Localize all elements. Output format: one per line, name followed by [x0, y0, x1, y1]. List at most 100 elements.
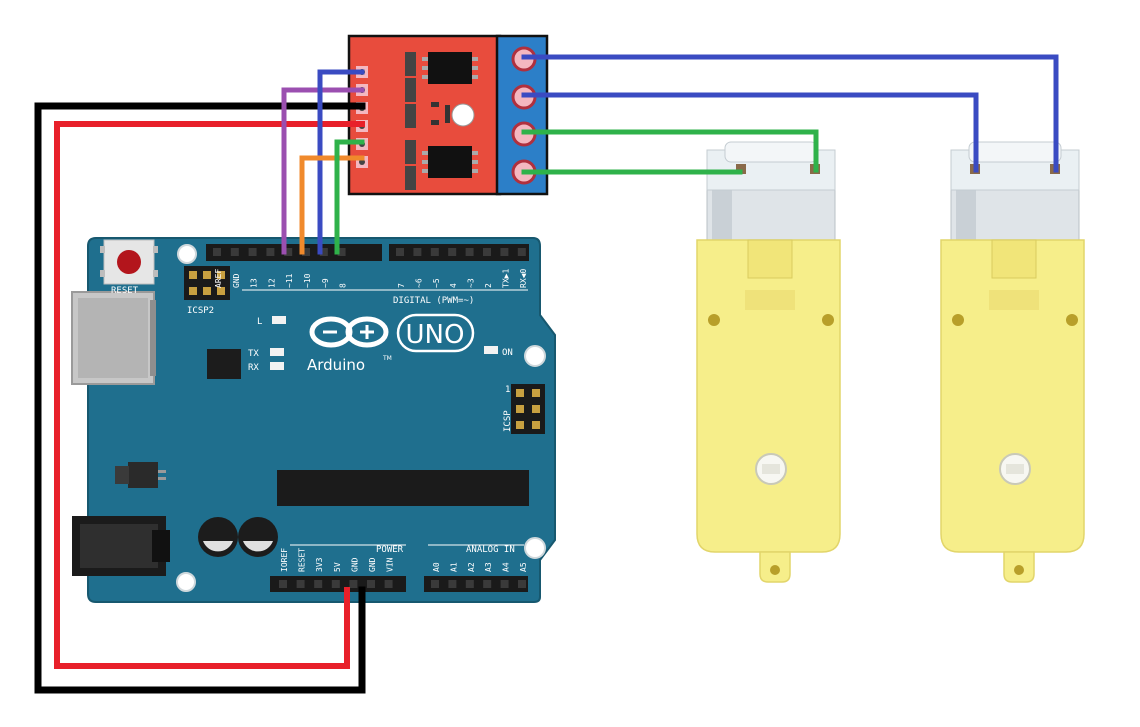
analog-pin-label: A1	[449, 562, 458, 572]
trademark-mark: TM	[382, 355, 392, 362]
power-pin-hole	[331, 580, 340, 588]
wire-blue-out1	[521, 54, 1059, 173]
power-header	[270, 576, 528, 592]
driver-crystal	[451, 103, 475, 127]
analog-pin-hole	[483, 580, 492, 588]
wire-red-5v	[54, 121, 365, 669]
brand-name: Arduino	[307, 356, 365, 374]
digital-pin-label: ~6	[414, 278, 423, 288]
capacitor-1	[198, 517, 238, 557]
power-pin-hole	[349, 580, 358, 588]
digital-pin-hole	[266, 248, 275, 256]
wire-blue-out2	[521, 92, 979, 173]
led-rx-label: RX	[248, 363, 259, 373]
wire-green-pin10	[334, 139, 365, 255]
digital-pin-label: GND	[232, 273, 241, 288]
power-label: POWER	[376, 545, 404, 555]
digital-pin-label: ~11	[285, 273, 294, 288]
digital-pin-label: ~10	[303, 273, 312, 288]
analog-pin-label: A0	[432, 562, 441, 572]
icsp-label: ICSP	[503, 410, 513, 432]
power-pin-label: RESET	[298, 548, 307, 572]
digital-label: DIGITAL (PWM=~)	[393, 296, 474, 306]
analog-pin-hole	[431, 580, 439, 588]
reset-button[interactable]	[100, 239, 158, 285]
icsp-pin1-label: 1	[505, 385, 510, 395]
digital-header	[206, 244, 529, 261]
digital-pin-hole	[465, 248, 474, 256]
digital-pin-hole	[396, 248, 404, 256]
driver-ic-bottom	[422, 146, 478, 178]
digital-pin-hole	[448, 248, 457, 256]
wires	[34, 54, 1059, 694]
digital-pin-hole	[483, 248, 491, 256]
digital-pin-label: 13	[250, 278, 259, 288]
driver-ic-top	[422, 52, 478, 84]
wire-black-gnd	[34, 102, 366, 694]
digital-pin-label: ~9	[321, 278, 330, 288]
power-pin-label: IOREF	[280, 548, 289, 572]
gear-motor-right	[940, 141, 1085, 583]
arduino-logo-icon	[309, 316, 389, 348]
digital-pin-label: 7	[397, 283, 406, 288]
driver-resistors	[405, 52, 416, 190]
digital-pin-label: 12	[267, 278, 276, 288]
power-pin-hole	[314, 580, 323, 588]
power-pin-hole	[279, 580, 287, 588]
icsp2-label: ICSP2	[187, 306, 214, 316]
analog-pin-hole	[518, 580, 526, 588]
digital-pin-label: 2	[484, 283, 493, 288]
digital-pin-label: 8	[339, 283, 348, 288]
analog-pin-hole	[448, 580, 457, 588]
reset-label: RESET	[111, 286, 139, 296]
power-pin-hole	[367, 580, 375, 588]
power-pin-labels: IOREF RESET 3V3 5V GND GND VIN	[280, 548, 395, 572]
power-pin-label: VIN	[386, 557, 395, 572]
digital-pin-hole	[413, 248, 422, 256]
power-pin-label: GND	[350, 557, 359, 572]
analog-pin-label: A3	[484, 562, 493, 572]
analog-pin-label: A2	[467, 562, 476, 572]
usb-interface-chip	[207, 349, 241, 379]
icsp-header	[511, 384, 545, 434]
digital-pin-hole	[430, 248, 439, 256]
digital-pin-hole	[213, 248, 221, 256]
led-on-label: ON	[502, 348, 513, 358]
digital-pin-label: AREF	[214, 269, 223, 288]
power-pin-label: 5V	[333, 562, 342, 572]
digital-pin-label: 4	[449, 283, 458, 288]
analog-pin-hole	[465, 580, 474, 588]
digital-pin-hole	[302, 248, 310, 256]
digital-pin-label: ~3	[467, 278, 476, 288]
uno-badge	[396, 313, 475, 353]
model-name: UNO	[406, 320, 465, 350]
analog-pin-label: A5	[519, 562, 528, 572]
analog-label: ANALOG IN	[466, 545, 515, 555]
capacitor-2	[238, 517, 278, 557]
digital-pin-hole	[230, 248, 239, 256]
power-pin-label: 3V3	[315, 557, 324, 572]
digital-pin-hole	[500, 248, 509, 256]
dc-power-jack	[72, 516, 170, 576]
digital-pin-hole	[248, 248, 257, 256]
voltage-regulator	[115, 462, 166, 488]
power-pin-hole	[384, 580, 393, 588]
led-tx-label: TX	[248, 349, 259, 359]
wire-blue-pin11	[317, 69, 365, 255]
usb-connector	[71, 291, 156, 385]
led-indicators	[270, 316, 498, 370]
icsp2-header	[184, 266, 230, 300]
digital-pin-hole	[337, 248, 346, 256]
digital-pin-label: RX◀0	[519, 269, 528, 288]
l298n-motor-driver	[347, 34, 549, 196]
wire-orange-pin12	[299, 155, 365, 255]
wire-purple-pin13	[281, 87, 365, 255]
power-pin-label: GND	[368, 557, 377, 572]
digital-pin-hole	[284, 248, 293, 256]
led-l-label: L	[257, 317, 262, 327]
digital-pin-label: TX▶1	[501, 269, 510, 288]
atmega-chip-socket	[277, 470, 529, 506]
